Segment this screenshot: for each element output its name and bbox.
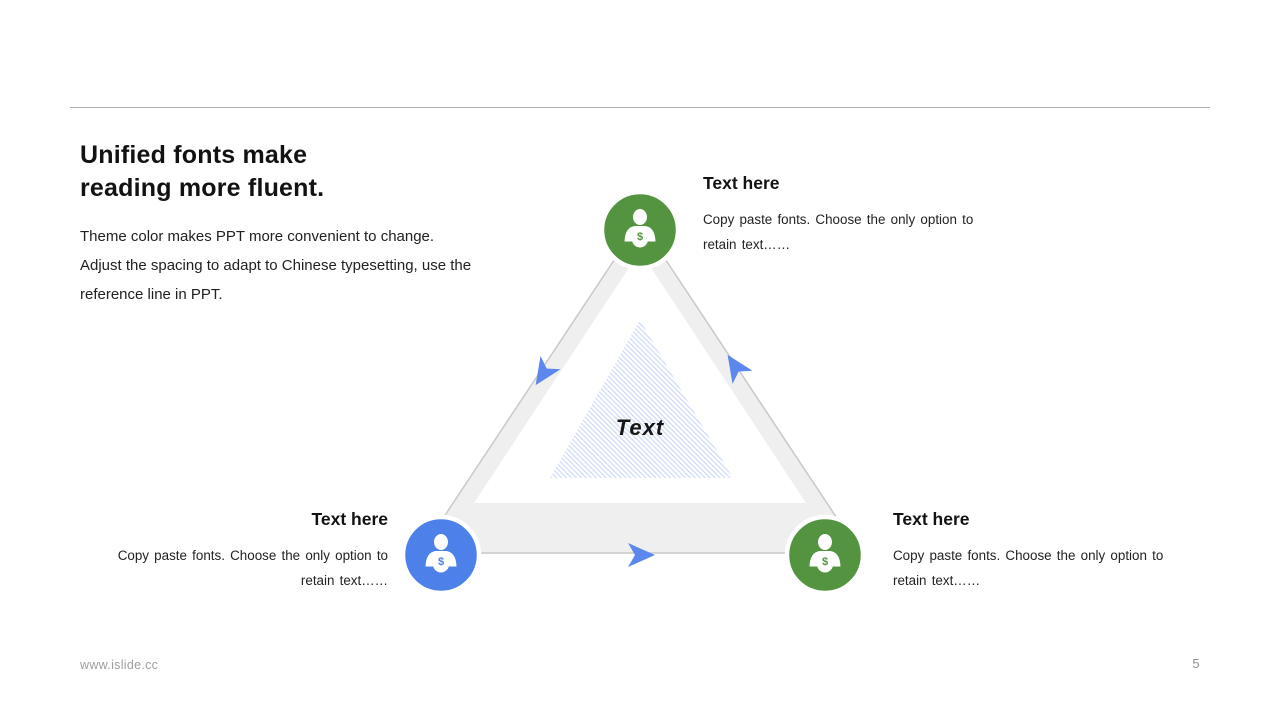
footer-website: www.islide.cc <box>80 658 159 672</box>
node-body: Copy paste fonts. Choose the only option… <box>117 548 388 588</box>
diagram-center-label: Text <box>616 415 665 440</box>
node-text-bottom-right: Text here Copy paste fonts. Choose the o… <box>893 508 1185 593</box>
arrow-dart-icon <box>727 354 753 384</box>
node-body: Copy paste fonts. Choose the only option… <box>893 548 1164 588</box>
node-heading: Text here <box>703 173 780 193</box>
flow-arrow-bottom-edge <box>628 543 655 567</box>
node-body: Copy paste fonts. Choose the only option… <box>703 212 974 252</box>
slide-intro-text: Theme color makes PPT more convenient to… <box>80 228 472 303</box>
arrow-dart-icon <box>628 543 655 567</box>
divider-line <box>70 107 1210 108</box>
node-bottom-left: $ <box>400 514 482 596</box>
node-heading: Text here <box>893 509 970 529</box>
slide-title: Unified fonts make reading more fluent. <box>80 141 325 202</box>
page-number: 5 <box>1192 656 1200 671</box>
dollar-sign-glyph: $ <box>637 231 643 243</box>
node-text-top: Text here Copy paste fonts. Choose the o… <box>703 172 995 257</box>
node-bottom-right: $ <box>784 514 866 596</box>
dollar-sign-glyph: $ <box>438 556 444 568</box>
node-heading: Text here <box>311 509 388 529</box>
node-text-bottom-left: Text here Copy paste fonts. Choose the o… <box>96 508 388 593</box>
flow-arrow-right-edge <box>727 354 753 384</box>
node-top: $ <box>599 189 681 271</box>
hatched-triangle <box>550 320 733 478</box>
arrow-dart-icon <box>535 356 561 386</box>
flow-arrow-left-edge <box>535 356 561 386</box>
dollar-sign-glyph: $ <box>822 556 828 568</box>
triangle-cycle-diagram: Text $ $ $ <box>400 189 866 596</box>
